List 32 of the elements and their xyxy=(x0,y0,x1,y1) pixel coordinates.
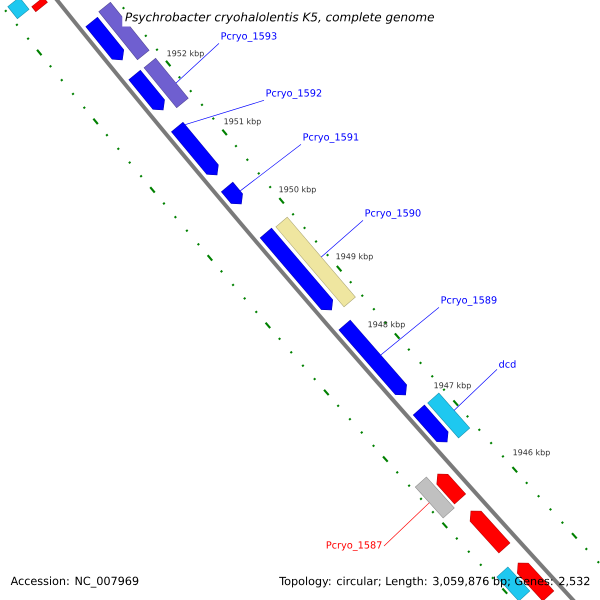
gene-label: Pcryo_1587 xyxy=(326,541,382,551)
gene-label: Pcryo_1589 xyxy=(442,296,496,306)
gene-bar xyxy=(171,122,219,176)
leader-line xyxy=(454,369,498,411)
gene-bar xyxy=(470,510,510,554)
gene-bar xyxy=(427,392,470,438)
gene-bar xyxy=(517,562,554,600)
gene-bar xyxy=(260,228,334,310)
gene-bar xyxy=(7,0,30,20)
leader-line xyxy=(380,307,440,356)
gene-label: Pcryo_1592 xyxy=(266,89,322,99)
accession-label: Accession: NC_007969 xyxy=(10,576,138,588)
scale-label: 1946 kbp xyxy=(513,449,550,457)
gene-label: Pcryo_1590 xyxy=(366,209,421,219)
gene-label: Pcryo_1591 xyxy=(304,133,358,143)
scale-label: 1947 kbp xyxy=(434,382,471,390)
gene-bar xyxy=(412,404,448,442)
scale-label: 1952 kbp xyxy=(167,50,204,58)
scale-label: 1951 kbp xyxy=(224,118,261,126)
scale-label: 1948 kbp xyxy=(368,321,405,329)
gene-bar xyxy=(31,0,48,12)
leader-line xyxy=(184,100,264,125)
gene-bar xyxy=(338,320,407,396)
scale-label: 1950 kbp xyxy=(279,186,316,194)
gene-label: dcd xyxy=(499,360,516,368)
leader-line xyxy=(176,43,220,84)
scale-label: 1949 kbp xyxy=(336,253,373,261)
leader-line xyxy=(320,220,364,258)
genome-title: Psychrobacter cryohalolentis K5, complete genome xyxy=(122,10,438,26)
leader-line xyxy=(384,502,430,546)
gene-label: Pcryo_1593 xyxy=(222,32,276,42)
leader-line xyxy=(240,144,302,192)
